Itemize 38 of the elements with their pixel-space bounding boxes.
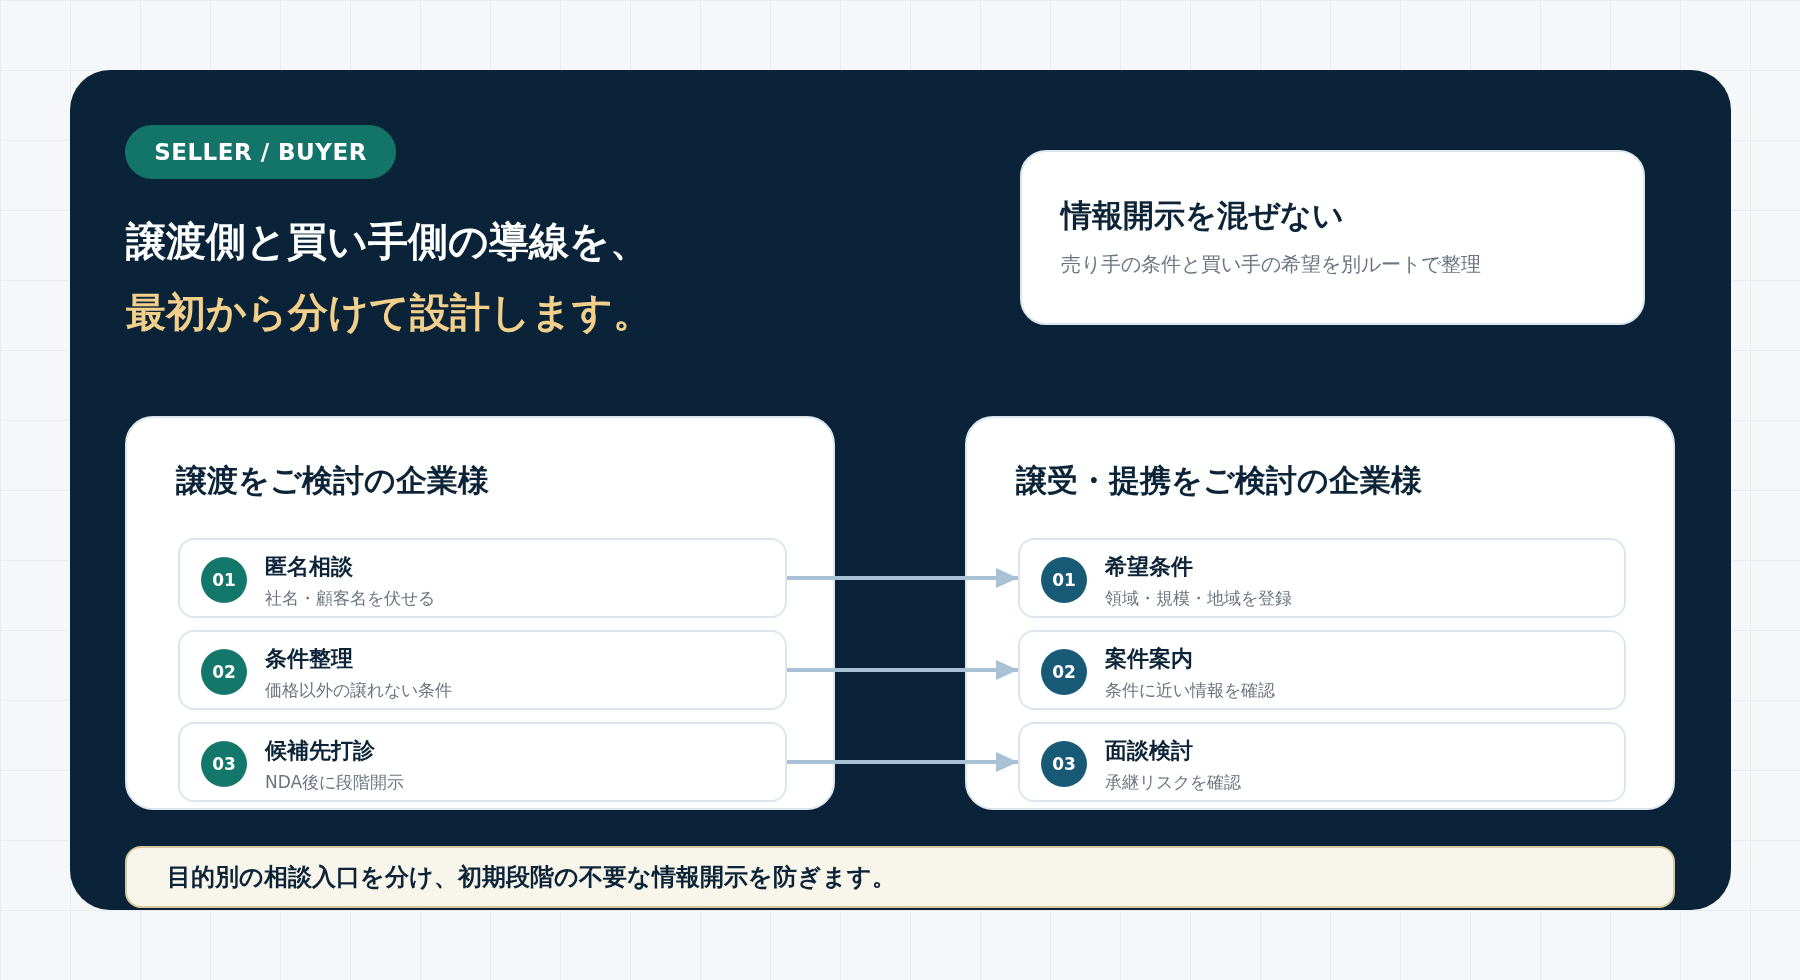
step-title: 条件整理 xyxy=(265,645,353,673)
number-circle: 02 xyxy=(1041,649,1087,695)
step-description: 社名・顧客名を伏せる xyxy=(265,587,435,609)
step-item xyxy=(178,630,787,710)
arrow xyxy=(787,752,1018,772)
number-circle: 03 xyxy=(201,741,247,787)
number-circle: 01 xyxy=(1041,557,1087,603)
step-description: 承継リスクを確認 xyxy=(1105,771,1241,793)
card-heading: 譲渡をご検討の企業様 xyxy=(176,461,489,499)
step-title: 案件案内 xyxy=(1105,645,1193,673)
step-title: 匿名相談 xyxy=(265,553,353,581)
step-item xyxy=(178,722,787,802)
number-circle: 01 xyxy=(201,557,247,603)
headline: 譲渡側と買い手側の導線を、 xyxy=(126,217,650,266)
headline: 最初から分けて設計します。 xyxy=(126,288,653,337)
card-heading: 情報開示を混ぜない xyxy=(1061,196,1344,234)
step-title: 希望条件 xyxy=(1105,553,1193,581)
step-title: 面談検討 xyxy=(1105,737,1193,765)
step-title: 候補先打診 xyxy=(265,737,375,765)
arrow xyxy=(787,660,1018,680)
number-circle: 03 xyxy=(1041,741,1087,787)
tag-pill: SELLER / BUYER xyxy=(125,125,396,179)
step-item xyxy=(1018,722,1626,802)
card-subtitle: 売り手の条件と買い手の希望を別ルートで整理 xyxy=(1061,252,1481,276)
step-item xyxy=(1018,538,1626,618)
info-card xyxy=(1020,150,1645,325)
step-item xyxy=(1018,630,1626,710)
card-heading: 譲受・提携をご検討の企業様 xyxy=(1016,461,1422,499)
column-card xyxy=(125,416,835,810)
step-description: 条件に近い情報を確認 xyxy=(1105,679,1275,701)
step-description: 価格以外の譲れない条件 xyxy=(265,679,452,701)
arrow xyxy=(787,568,1018,588)
column-card xyxy=(965,416,1675,810)
step-description: NDA後に段階開示 xyxy=(265,771,405,793)
number-circle: 02 xyxy=(201,649,247,695)
step-description: 領域・規模・地域を登録 xyxy=(1105,587,1292,609)
step-item xyxy=(178,538,787,618)
note-banner: 目的別の相談入口を分け、初期段階の不要な情報開示を防ぎます。 xyxy=(125,846,1675,908)
